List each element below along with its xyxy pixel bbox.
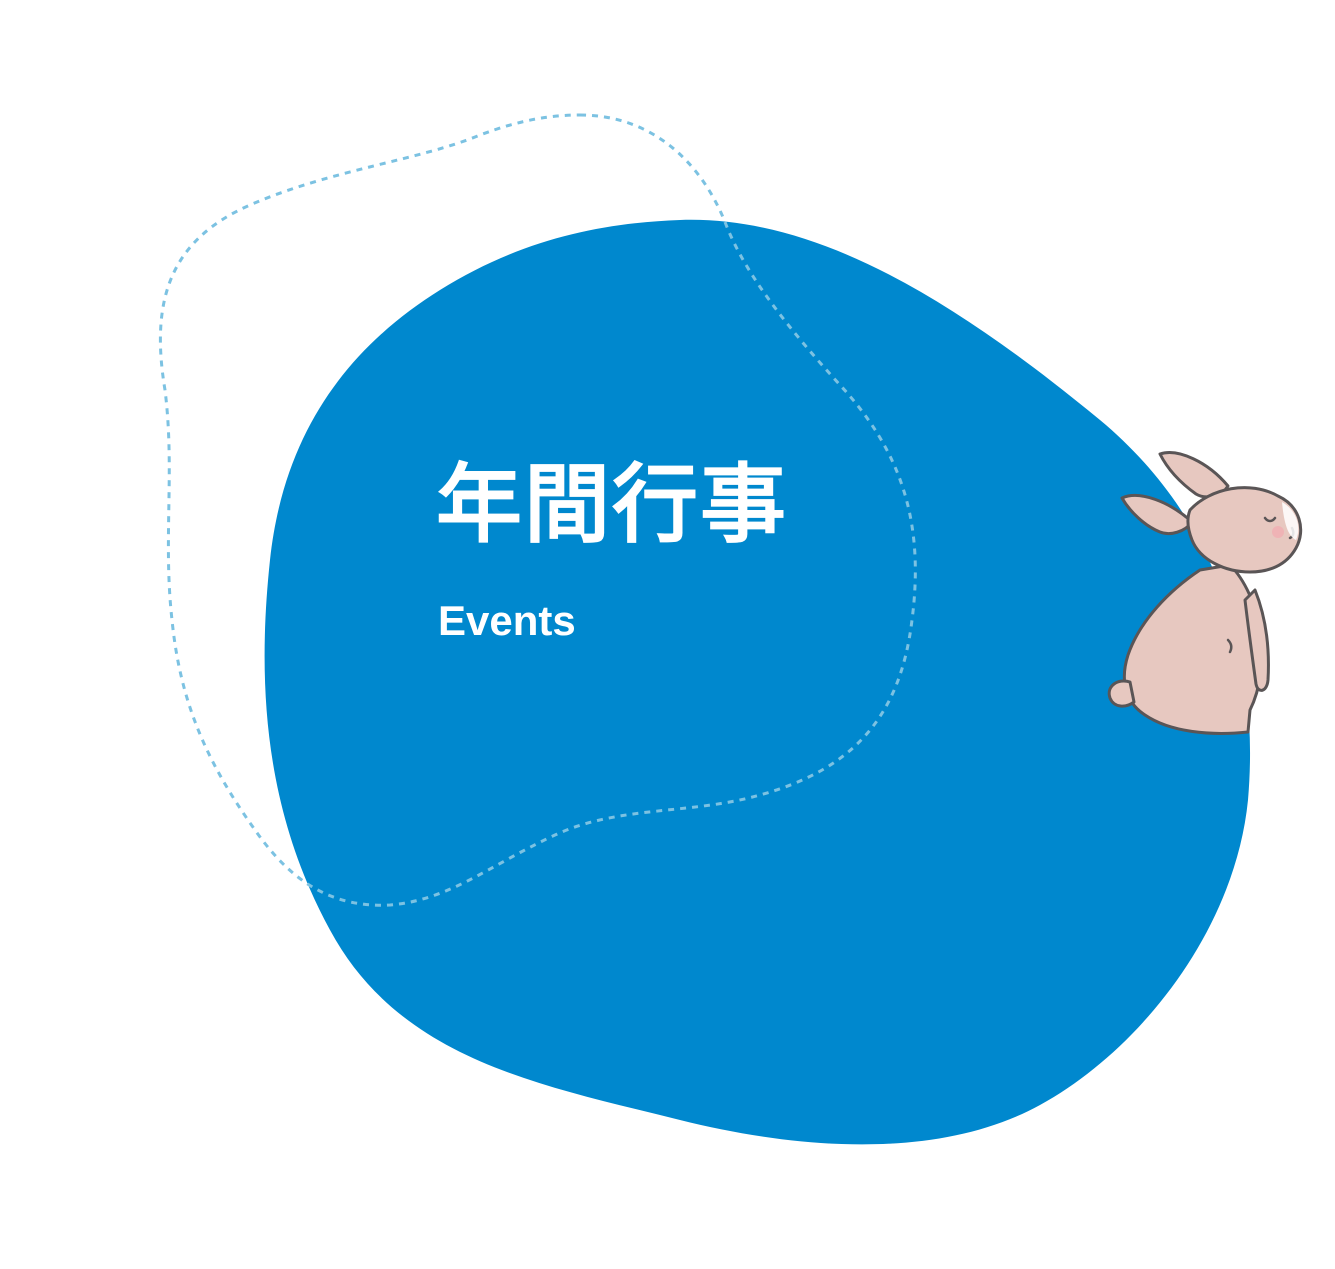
blue-blob-shape — [264, 219, 1251, 1145]
rabbit-icon — [1107, 451, 1303, 735]
dashed-outline-shape — [158, 113, 917, 907]
page-subtitle: Events — [438, 597, 576, 644]
page-title: 年間行事 — [436, 455, 788, 555]
